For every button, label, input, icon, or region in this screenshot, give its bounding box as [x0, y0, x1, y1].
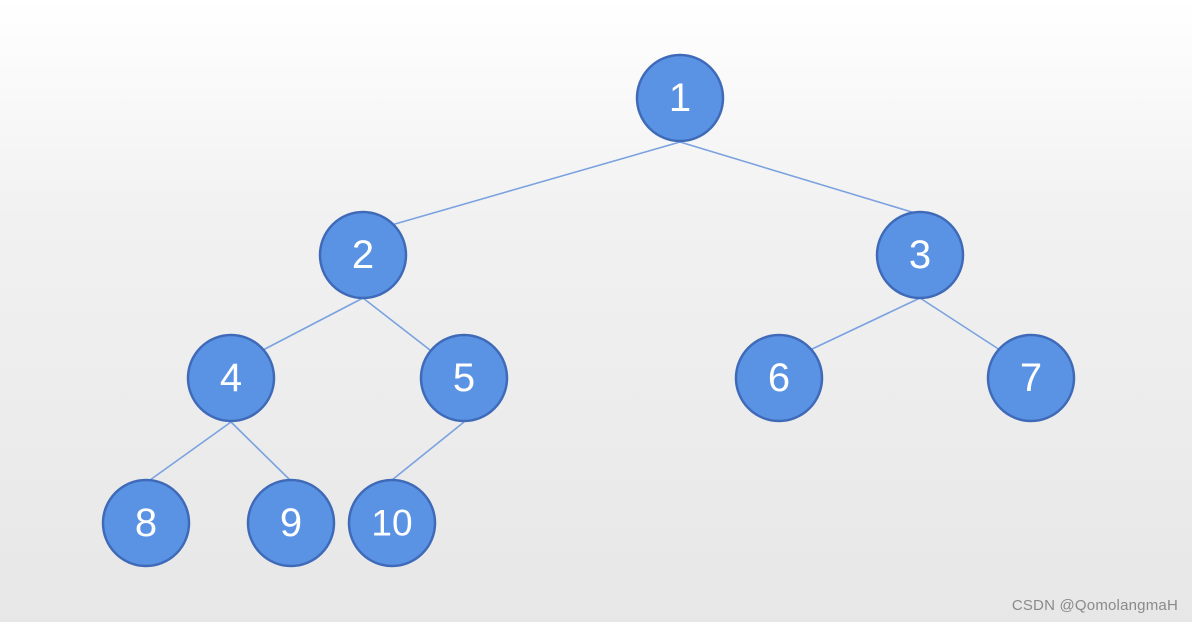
- node-label: 2: [352, 233, 374, 277]
- node-label: 8: [135, 501, 157, 545]
- csdn-watermark: CSDN @QomolangmaH: [1011, 597, 1178, 614]
- node-circle: [734, 333, 824, 423]
- node-circle: [875, 210, 965, 300]
- node-circle: [347, 478, 437, 568]
- edge-4-9: [230, 421, 291, 481]
- node-circle: [186, 333, 276, 423]
- node-label: 10: [371, 503, 412, 544]
- node-circle: [419, 333, 509, 423]
- node-circle: [635, 53, 725, 143]
- tree-node-7: 7: [986, 333, 1076, 423]
- node-label: 9: [280, 501, 302, 545]
- node-label: 6: [768, 356, 790, 400]
- edge-2-5: [362, 297, 431, 351]
- tree-node-9: 9: [246, 478, 336, 568]
- node-circle: [318, 210, 408, 300]
- edge-1-3: [679, 141, 916, 214]
- node-label: 5: [453, 356, 475, 400]
- tree-node-5: 5: [419, 333, 509, 423]
- node-circle: [101, 478, 191, 568]
- node-label: 1: [669, 76, 691, 120]
- node-circle: [246, 478, 336, 568]
- node-label: 4: [220, 356, 242, 400]
- edge-1-2: [387, 141, 681, 227]
- node-circle: [986, 333, 1076, 423]
- tree-node-6: 6: [734, 333, 824, 423]
- edge-5-10: [391, 421, 465, 481]
- edge-4-8: [149, 421, 232, 481]
- tree-node-4: 4: [186, 333, 276, 423]
- tree-node-2: 2: [318, 210, 408, 300]
- tree-node-3: 3: [875, 210, 965, 300]
- node-label: 7: [1020, 356, 1042, 400]
- node-label: 3: [909, 233, 931, 277]
- tree-node-10: 10: [347, 478, 437, 568]
- tree-node-8: 8: [101, 478, 191, 568]
- edge-3-7: [919, 297, 1001, 351]
- edge-2-4: [262, 297, 364, 351]
- tree-node-1: 1: [635, 53, 725, 143]
- edge-3-6: [809, 297, 921, 351]
